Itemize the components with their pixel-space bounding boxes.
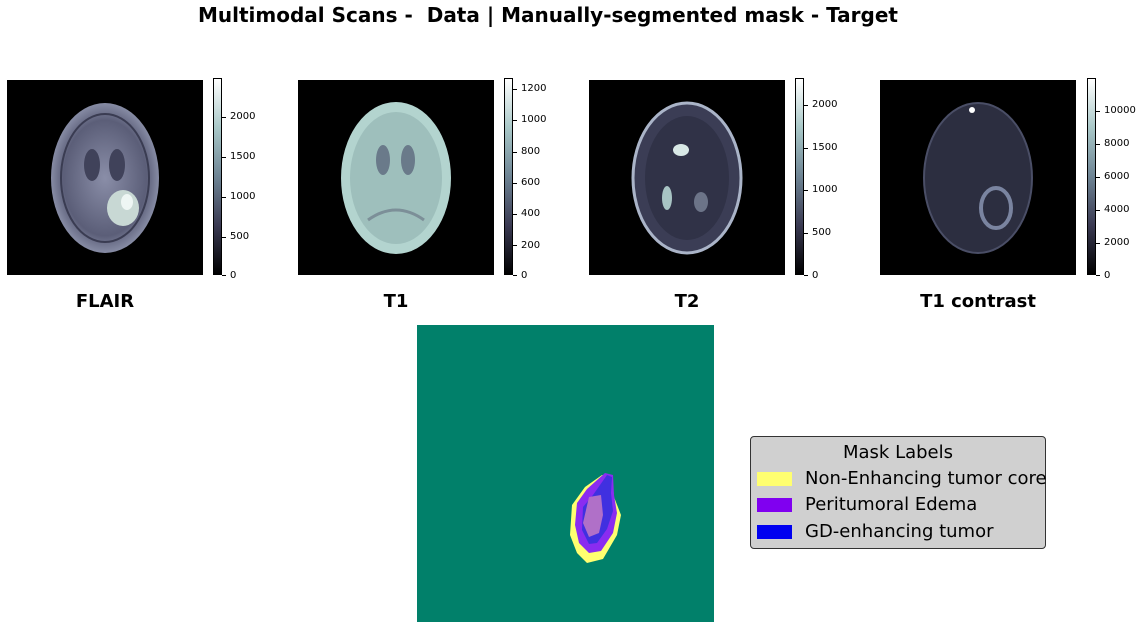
t2-brain-drawing (631, 101, 743, 255)
flair-colorbar-tick: 2000 (230, 111, 256, 122)
t1-label: T1 (383, 291, 409, 312)
t2-colorbar-tick: 500 (812, 227, 832, 238)
flair-label: FLAIR (75, 291, 135, 312)
t1-contrast-colorbar-tick: 6000 (1104, 171, 1130, 182)
t1-colorbar-tick: 600 (521, 177, 541, 188)
flair-colorbar-tick: 1500 (230, 151, 256, 162)
t2-label: T2 (674, 291, 700, 312)
t1-brain-drawing (341, 102, 451, 254)
t1-colorbar-tick: 400 (521, 208, 541, 219)
legend-item: Non-Enhancing tumor core (757, 469, 1047, 489)
legend-swatch (757, 525, 792, 539)
t1-colorbar-tick: 800 (521, 146, 541, 157)
segmentation-mask-image (417, 325, 714, 622)
legend-label: Non-Enhancing tumor core (805, 468, 1047, 489)
t1-contrast-colorbar-tick: 2000 (1104, 237, 1130, 248)
t2-colorbar (795, 78, 804, 275)
t1-colorbar-tick: 0 (521, 270, 528, 281)
t1-colorbar-tick: 1000 (521, 114, 547, 125)
flair-colorbar-tick: 500 (230, 231, 250, 242)
t1-contrast-brain-drawing (923, 102, 1033, 254)
legend-swatch (757, 498, 792, 512)
t1-colorbar-tick: 1200 (521, 83, 547, 94)
flair-colorbar-tick: 1000 (230, 191, 256, 202)
mask-legend: Mask Labels Non-Enhancing tumor core Per… (750, 436, 1047, 549)
t1-colorbar-tick: 200 (521, 240, 541, 251)
t1-contrast-label: T1 contrast (920, 291, 1036, 312)
t1-contrast-colorbar-tick: 4000 (1104, 204, 1130, 215)
legend-item: GD-enhancing tumor (757, 522, 1037, 542)
t1-colorbar (504, 78, 513, 275)
t2-colorbar-tick: 2000 (812, 99, 838, 110)
tumor-mask-drawing (570, 473, 621, 563)
t1-contrast-colorbar-tick: 10000 (1104, 105, 1136, 116)
flair-colorbar (213, 78, 222, 275)
t2-scan-image (589, 80, 785, 275)
flair-brain-drawing (51, 103, 159, 253)
legend-label: Peritumoral Edema (805, 494, 978, 515)
flair-scan-image (7, 80, 203, 275)
t1-contrast-colorbar-tick: 8000 (1104, 138, 1130, 149)
legend-swatch (757, 472, 792, 486)
legend-label: GD-enhancing tumor (805, 521, 994, 542)
t1-contrast-colorbar (1087, 78, 1096, 275)
legend-title: Mask Labels (842, 442, 954, 463)
figure-title: Multimodal Scans - Data | Manually-segme… (198, 3, 898, 27)
t2-colorbar-tick: 1500 (812, 142, 838, 153)
t2-colorbar-tick: 1000 (812, 184, 838, 195)
t1-contrast-scan-image (880, 80, 1076, 275)
t1-contrast-colorbar-tick: 0 (1104, 270, 1111, 281)
t1-scan-image (298, 80, 494, 275)
t2-colorbar-tick: 0 (812, 270, 819, 281)
flair-colorbar-tick: 0 (230, 270, 237, 281)
legend-item: Peritumoral Edema (757, 495, 1037, 515)
